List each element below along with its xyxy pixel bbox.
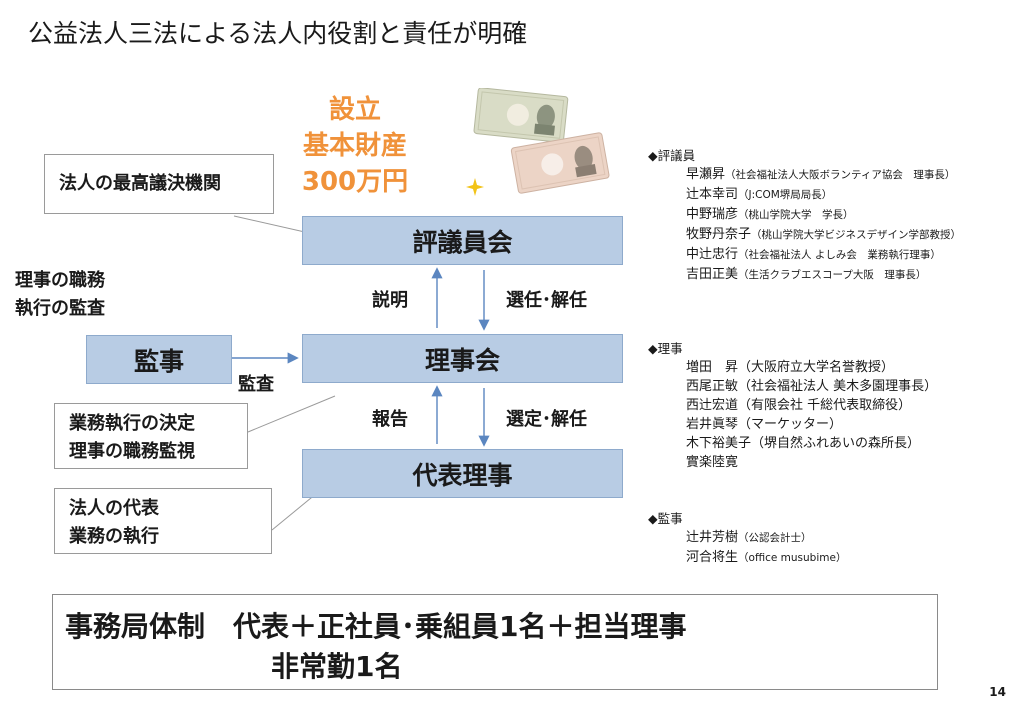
list-item: 中辻忠行（社会福祉法人 よしみ会 業務執行理事） <box>686 247 941 262</box>
secretariat-box: 事務局体制 代表＋正社員･乗組員1名＋担当理事 非常勤1名 <box>52 594 938 690</box>
board-role-line-1: 業務執行の決定 <box>69 413 195 434</box>
auditor-role-line-2: 執行の監査 <box>15 298 105 319</box>
callout-highest-body: 法人の最高議決機関 <box>44 154 274 214</box>
list-item: 中野瑞彦（桃山学院大学 学長） <box>686 207 854 222</box>
auditor-list: ◆監事 辻井芳樹（公認会計士） 河合将生（office musubime） <box>648 509 846 568</box>
slide-title: 公益法人三法による法人内役割と責任が明確 <box>28 19 528 48</box>
list-item: 木下裕美子（堺自然ふれあいの森所長） <box>686 436 921 451</box>
page-number: 14 <box>989 685 1006 699</box>
banknote-image <box>473 88 610 194</box>
sparkle-icon <box>466 178 484 196</box>
councilor-list: ◆評議員 早瀬昇（社会福祉法人大阪ボランティア協会 理事長） 辻本幸司（J:CO… <box>648 146 961 285</box>
board-box: 理事会 <box>302 334 623 383</box>
rep-role-line-2: 業務の執行 <box>69 526 159 547</box>
list-item: 吉田正美（生活クラブエスコープ大阪 理事長） <box>686 267 927 282</box>
foundation-capital: 設立 基本財産 300万円 <box>300 92 410 200</box>
councilor-heading: ◆評議員 <box>648 148 696 163</box>
list-item: 辻井芳樹（公認会計士） <box>686 530 812 545</box>
elect-dismiss-label: 選任･解任 <box>506 290 587 311</box>
list-item: 増田 昇（大阪府立大学名誉教授） <box>686 360 895 375</box>
callout-rep-role: 法人の代表 業務の執行 <box>54 488 272 554</box>
callout-auditor-role: 理事の職務 執行の監査 <box>4 260 144 326</box>
list-item: 河合将生（office musubime） <box>686 550 847 565</box>
list-item: 辻本幸司（J:COM堺局局長） <box>686 187 833 202</box>
select-dismiss-label: 選定･解任 <box>506 409 587 430</box>
audit-label: 監査 <box>238 374 274 395</box>
auditor-role-line-1: 理事の職務 <box>15 270 105 291</box>
council-box: 評議員会 <box>302 216 623 265</box>
callout-board-role: 業務執行の決定 理事の職務監視 <box>54 403 248 469</box>
director-list: ◆理事 増田 昇（大阪府立大学名誉教授） 西尾正敏（社会福祉法人 美木多園理事長… <box>648 339 937 472</box>
list-item: 早瀬昇（社会福祉法人大阪ボランティア協会 理事長） <box>686 167 956 182</box>
secretariat-line-1: 事務局体制 代表＋正社員･乗組員1名＋担当理事 <box>65 610 687 643</box>
secretariat-line-2: 非常勤1名 <box>271 650 403 683</box>
auditor-heading: ◆監事 <box>648 511 683 526</box>
representative-box: 代表理事 <box>302 449 623 498</box>
report-label: 報告 <box>372 409 408 430</box>
board-role-line-2: 理事の職務監視 <box>69 441 195 462</box>
list-item: 岩井眞琴（マーケッター） <box>686 417 843 432</box>
list-item: 牧野丹奈子（桃山学院大学ビジネスデザイン学部教授） <box>686 227 962 242</box>
capital-line-1: 設立 <box>328 95 381 125</box>
director-heading: ◆理事 <box>648 341 683 356</box>
list-item: 西尾正敏（社会福祉法人 美木多園理事長） <box>686 379 938 394</box>
explain-label: 説明 <box>372 290 408 311</box>
capital-line-2: 基本財産 <box>302 131 407 161</box>
list-item: 西辻宏道（有限会社 千総代表取締役） <box>686 398 912 413</box>
capital-line-3: 300万円 <box>301 167 409 197</box>
auditor-box: 監事 <box>86 335 232 384</box>
callout-pointer-board <box>247 395 336 433</box>
list-item: 實楽陸寛 <box>686 455 739 470</box>
rep-role-line-1: 法人の代表 <box>69 498 159 519</box>
